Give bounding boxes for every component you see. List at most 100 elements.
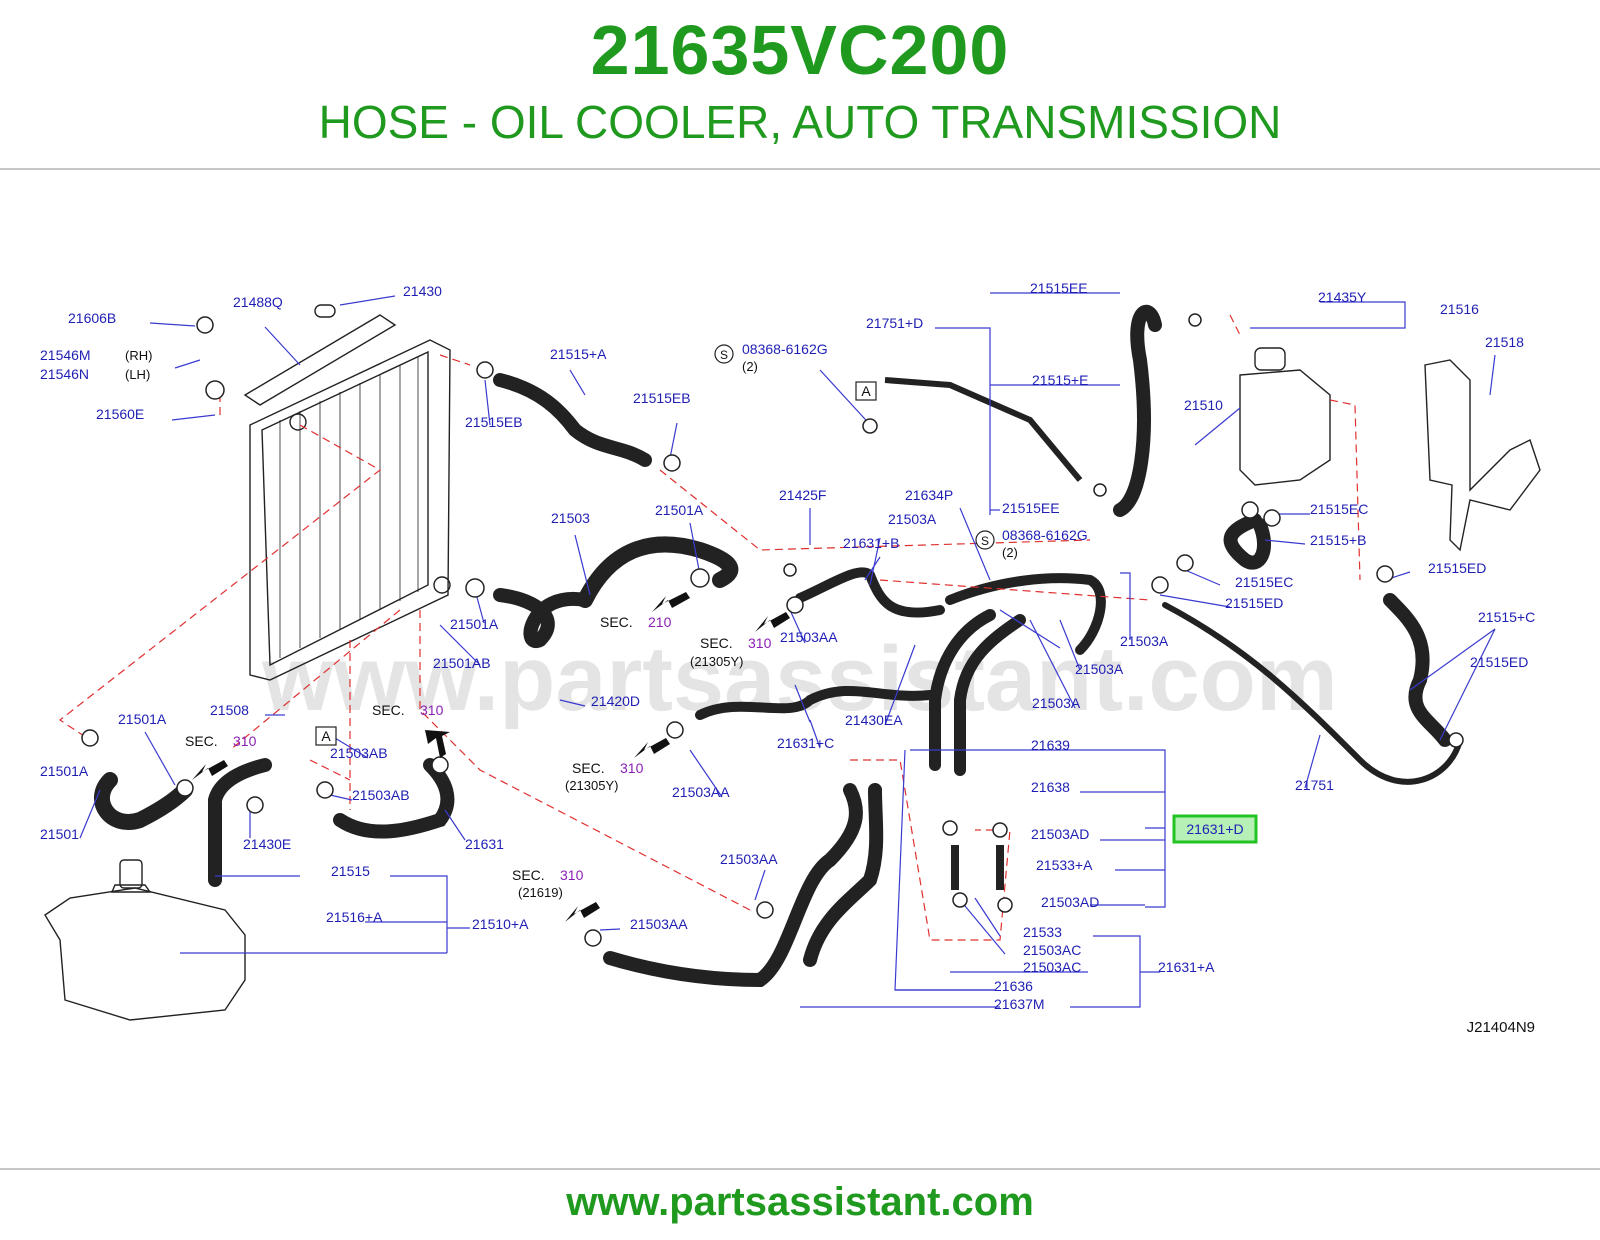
side-note: (2): [742, 359, 758, 374]
part-label[interactable]: 21560E: [96, 406, 144, 422]
part-label[interactable]: 21751: [1295, 777, 1334, 793]
part-label[interactable]: 21501A: [655, 502, 704, 518]
part-label[interactable]: 21533: [1023, 924, 1062, 940]
part-label[interactable]: 21515: [331, 863, 370, 879]
part-label[interactable]: 21501A: [450, 616, 499, 632]
part-label[interactable]: 21515+E: [1032, 372, 1088, 388]
header: 21635VC200 HOSE - OIL COOLER, AUTO TRANS…: [0, 0, 1600, 170]
part-label[interactable]: 21515+A: [550, 346, 607, 362]
part-label[interactable]: 21501A: [118, 711, 167, 727]
sec-ref-prefix: SEC.: [185, 733, 218, 749]
part-label[interactable]: 21634P: [905, 487, 953, 503]
part-label[interactable]: 21546M: [40, 347, 91, 363]
marker-a1-text: A: [861, 383, 871, 399]
sec-ref-number[interactable]: 310: [748, 635, 772, 651]
part-label[interactable]: 21501AB: [433, 655, 491, 671]
part-label[interactable]: 21503AA: [780, 629, 838, 645]
part-label[interactable]: 21546N: [40, 366, 89, 382]
side-note: (21619): [518, 885, 563, 900]
part-label[interactable]: 21631+A: [1158, 959, 1215, 975]
clamps: [81, 313, 1464, 947]
part-label[interactable]: 21503A: [888, 511, 937, 527]
part-label[interactable]: 21515+C: [1478, 609, 1535, 625]
marker-a2-text: A: [321, 728, 331, 744]
header-divider: [0, 168, 1600, 170]
watermark: www.partsassistant.com: [261, 628, 1337, 730]
part-label[interactable]: 21606B: [68, 310, 116, 326]
footer-url[interactable]: www.partsassistant.com: [566, 1180, 1034, 1224]
side-note: (21305Y): [690, 654, 743, 669]
part-label[interactable]: 21510+A: [472, 916, 529, 932]
part-label[interactable]: 21631+C: [777, 735, 834, 751]
part-label[interactable]: 21518: [1485, 334, 1524, 350]
part-label[interactable]: 21430EA: [845, 712, 903, 728]
part-label[interactable]: 21503: [551, 510, 590, 526]
part-label[interactable]: 21516: [1440, 301, 1479, 317]
part-label[interactable]: 21501A: [40, 763, 89, 779]
part-label[interactable]: 21430E: [243, 836, 291, 852]
part-label[interactable]: 21515EB: [633, 390, 691, 406]
part-label[interactable]: 21631: [465, 836, 504, 852]
sec-ref-number[interactable]: 310: [233, 733, 257, 749]
part-label[interactable]: 21503A: [1032, 695, 1081, 711]
part-number-title: 21635VC200: [590, 11, 1010, 89]
part-label[interactable]: 21503A: [1075, 661, 1124, 677]
part-label[interactable]: 21515EC: [1235, 574, 1293, 590]
sec-ref-number[interactable]: 210: [648, 614, 672, 630]
part-label[interactable]: 21425F: [779, 487, 826, 503]
part-label[interactable]: 21420D: [591, 693, 640, 709]
part-label[interactable]: 21503AC: [1023, 959, 1081, 975]
part-label[interactable]: 21751+D: [866, 315, 923, 331]
part-label[interactable]: 21515ED: [1428, 560, 1486, 576]
marker-s1: S: [714, 344, 734, 364]
part-label[interactable]: 21503AA: [630, 916, 688, 932]
side-notes: (RH)(LH)(2)(2)(21305Y)(21305Y)(21619): [125, 348, 1018, 900]
part-label[interactable]: 21430: [403, 283, 442, 299]
part-label[interactable]: 21503AB: [330, 745, 388, 761]
figure-code: J21404N9: [1467, 1019, 1535, 1036]
part-label[interactable]: 21515EE: [1030, 280, 1088, 296]
part-label[interactable]: 21515+B: [1310, 532, 1366, 548]
sec-ref-number[interactable]: 310: [620, 760, 644, 776]
part-label[interactable]: 21533+A: [1036, 857, 1093, 873]
part-label[interactable]: 21503AC: [1023, 942, 1081, 958]
part-label[interactable]: 21503AD: [1031, 826, 1089, 842]
marker-s2: S: [975, 530, 995, 550]
sec-ref-number[interactable]: 310: [420, 702, 444, 718]
hoses: [94, 305, 1463, 988]
part-label[interactable]: 21503AA: [672, 784, 730, 800]
sec-ref-number[interactable]: 310: [560, 867, 584, 883]
marker-s2-text: S: [981, 534, 989, 548]
part-label[interactable]: 21515ED: [1225, 595, 1283, 611]
part-label[interactable]: 21503A: [1120, 633, 1169, 649]
part-label[interactable]: 21515EC: [1310, 501, 1368, 517]
part-name-subtitle: HOSE - OIL COOLER, AUTO TRANSMISSION: [318, 96, 1282, 148]
metal-pipe: [884, 377, 1083, 482]
highlight-box[interactable]: [1172, 814, 1258, 844]
part-label[interactable]: 21515EE: [1002, 500, 1060, 516]
part-label[interactable]: 21508: [210, 702, 249, 718]
part-label[interactable]: 21503AB: [352, 787, 410, 803]
part-label[interactable]: 21488Q: [233, 294, 283, 310]
part-label[interactable]: 21636: [994, 978, 1033, 994]
bracket: [1424, 359, 1541, 552]
radiator: [249, 304, 451, 681]
rubber-seal: [243, 314, 397, 406]
part-label[interactable]: 21503AD: [1041, 894, 1099, 910]
part-label[interactable]: 21435Y: [1318, 289, 1367, 305]
reservoir-tank-right: [1239, 347, 1331, 486]
part-label[interactable]: 21501: [40, 826, 79, 842]
part-label[interactable]: 08368-6162G: [742, 341, 828, 357]
sec-ref-prefix: SEC.: [372, 702, 405, 718]
part-label[interactable]: 21637M: [994, 996, 1045, 1012]
part-label[interactable]: 21639: [1031, 737, 1070, 753]
highlighted-label[interactable]: 21631+D: [1186, 821, 1243, 837]
part-label[interactable]: 21515EB: [465, 414, 523, 430]
part-label[interactable]: 08368-6162G: [1002, 527, 1088, 543]
part-label[interactable]: 21516+A: [326, 909, 383, 925]
part-label[interactable]: 21515ED: [1470, 654, 1528, 670]
part-label[interactable]: 21638: [1031, 779, 1070, 795]
part-label[interactable]: 21503AA: [720, 851, 778, 867]
part-label[interactable]: 21631+B: [843, 535, 899, 551]
part-label[interactable]: 21510: [1184, 397, 1223, 413]
